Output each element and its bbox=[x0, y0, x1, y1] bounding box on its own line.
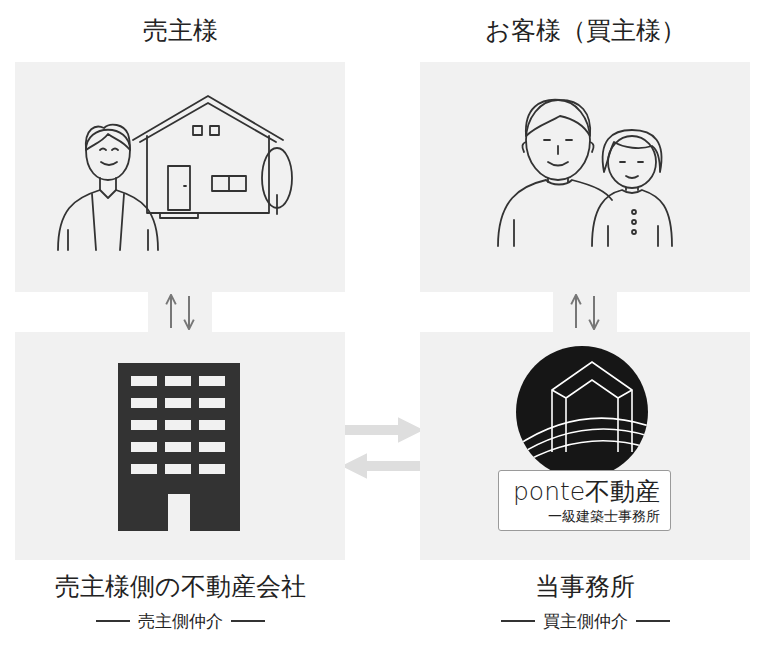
role-label: 売主側仲介 bbox=[138, 610, 223, 632]
role-label: 買主側仲介 bbox=[543, 610, 628, 632]
window bbox=[165, 442, 191, 452]
panel-heading: お客様（買主様） bbox=[485, 16, 686, 45]
window bbox=[131, 398, 157, 408]
logo-drawing bbox=[508, 346, 660, 478]
connector-arrow bbox=[170, 296, 172, 328]
link-strip bbox=[148, 290, 212, 334]
window bbox=[199, 398, 225, 408]
window bbox=[199, 420, 225, 430]
window bbox=[165, 464, 191, 474]
buyer-couple-illustration bbox=[420, 62, 750, 292]
seller-house-illustration bbox=[15, 62, 345, 292]
window bbox=[199, 442, 225, 452]
dash-rule bbox=[96, 620, 130, 622]
link-strip bbox=[553, 290, 617, 334]
logo-subtitle: 一級建築士事務所 bbox=[513, 507, 660, 525]
buyer-drawing bbox=[498, 100, 672, 246]
connector-arrow bbox=[357, 461, 420, 471]
logo-label-box: ponte不動産 一級建築士事務所 bbox=[498, 470, 671, 531]
window bbox=[165, 398, 191, 408]
window bbox=[199, 464, 225, 474]
connector-arrow bbox=[575, 296, 577, 328]
window bbox=[131, 464, 157, 474]
panel-caption: 売主様側の不動産会社 bbox=[0, 572, 365, 602]
dash-rule bbox=[636, 620, 670, 622]
seller-panel: 売主様 bbox=[15, 62, 345, 292]
panel-caption: 当事務所 bbox=[400, 572, 768, 602]
window bbox=[165, 376, 191, 386]
logo-name: ponte不動産 bbox=[513, 477, 660, 507]
connector-arrow bbox=[188, 296, 190, 328]
window bbox=[131, 442, 157, 452]
window bbox=[165, 420, 191, 430]
office-panel: 当事務所 買主側仲介 ponte不動産 一級建築士事務所 bbox=[420, 332, 750, 560]
buyer-panel: お客様（買主様） bbox=[420, 62, 750, 292]
office-building-illustration bbox=[15, 332, 345, 560]
connector-arrow bbox=[593, 296, 595, 328]
dash-rule bbox=[231, 620, 265, 622]
window bbox=[131, 376, 157, 386]
window bbox=[131, 420, 157, 430]
building-drawing bbox=[118, 363, 240, 531]
dash-rule bbox=[501, 620, 535, 622]
connector-arrow bbox=[345, 425, 408, 435]
seller-drawing bbox=[58, 96, 292, 250]
panel-heading: 売主様 bbox=[143, 16, 218, 45]
agency-panel: 売主様側の不動産会社 売主側仲介 bbox=[15, 332, 345, 560]
window bbox=[199, 376, 225, 386]
